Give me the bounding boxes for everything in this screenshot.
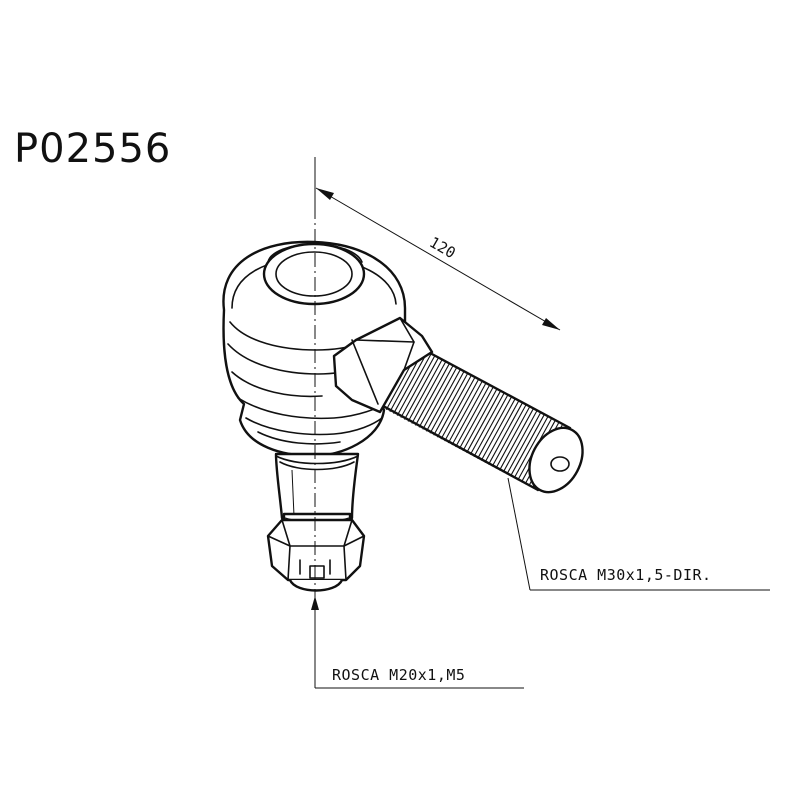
- housing-cap: [262, 242, 366, 306]
- dimension-value: 120: [426, 233, 458, 262]
- shank-center-hole: [550, 456, 570, 472]
- callout-stud-thread: ROSCA M20x1,M5: [311, 596, 524, 689]
- callout-stud-thread-label: ROSCA M20x1,M5: [332, 666, 465, 684]
- shank-end-face: [528, 426, 584, 494]
- dimension-line: [315, 187, 561, 331]
- stud-neck: [274, 452, 360, 520]
- castle-nut: [266, 518, 366, 592]
- part-code: P02556: [14, 126, 172, 172]
- shank-hex-collar: [332, 316, 434, 414]
- callout-shank-thread: ROSCA M30x1,5-DIR.: [507, 477, 770, 591]
- callout-shank-thread-label: ROSCA M30x1,5-DIR.: [540, 566, 712, 584]
- dimension-arrow-end: [542, 318, 560, 330]
- dimension-arrow-start: [316, 188, 334, 200]
